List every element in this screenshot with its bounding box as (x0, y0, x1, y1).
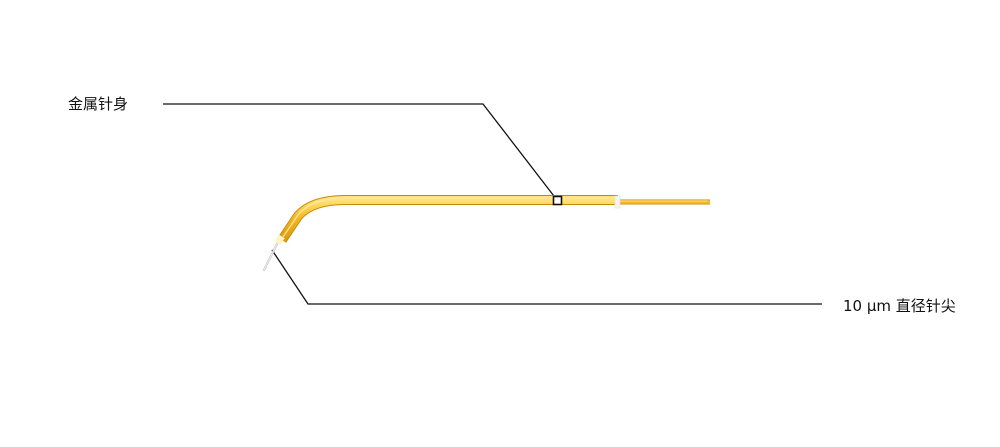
needle-shaft (277, 195, 618, 243)
needle-tip-label: 10 μm 直径针尖 (843, 297, 956, 315)
body-marker (552, 195, 563, 206)
leader-line-body (163, 103, 558, 201)
leader-line-tip (271, 249, 822, 305)
needle-wire (618, 199, 710, 205)
needle-tip (262, 238, 281, 272)
junction-band (614, 195, 621, 209)
needle-body-label: 金属针身 (68, 95, 129, 113)
tip-collar (274, 234, 285, 245)
